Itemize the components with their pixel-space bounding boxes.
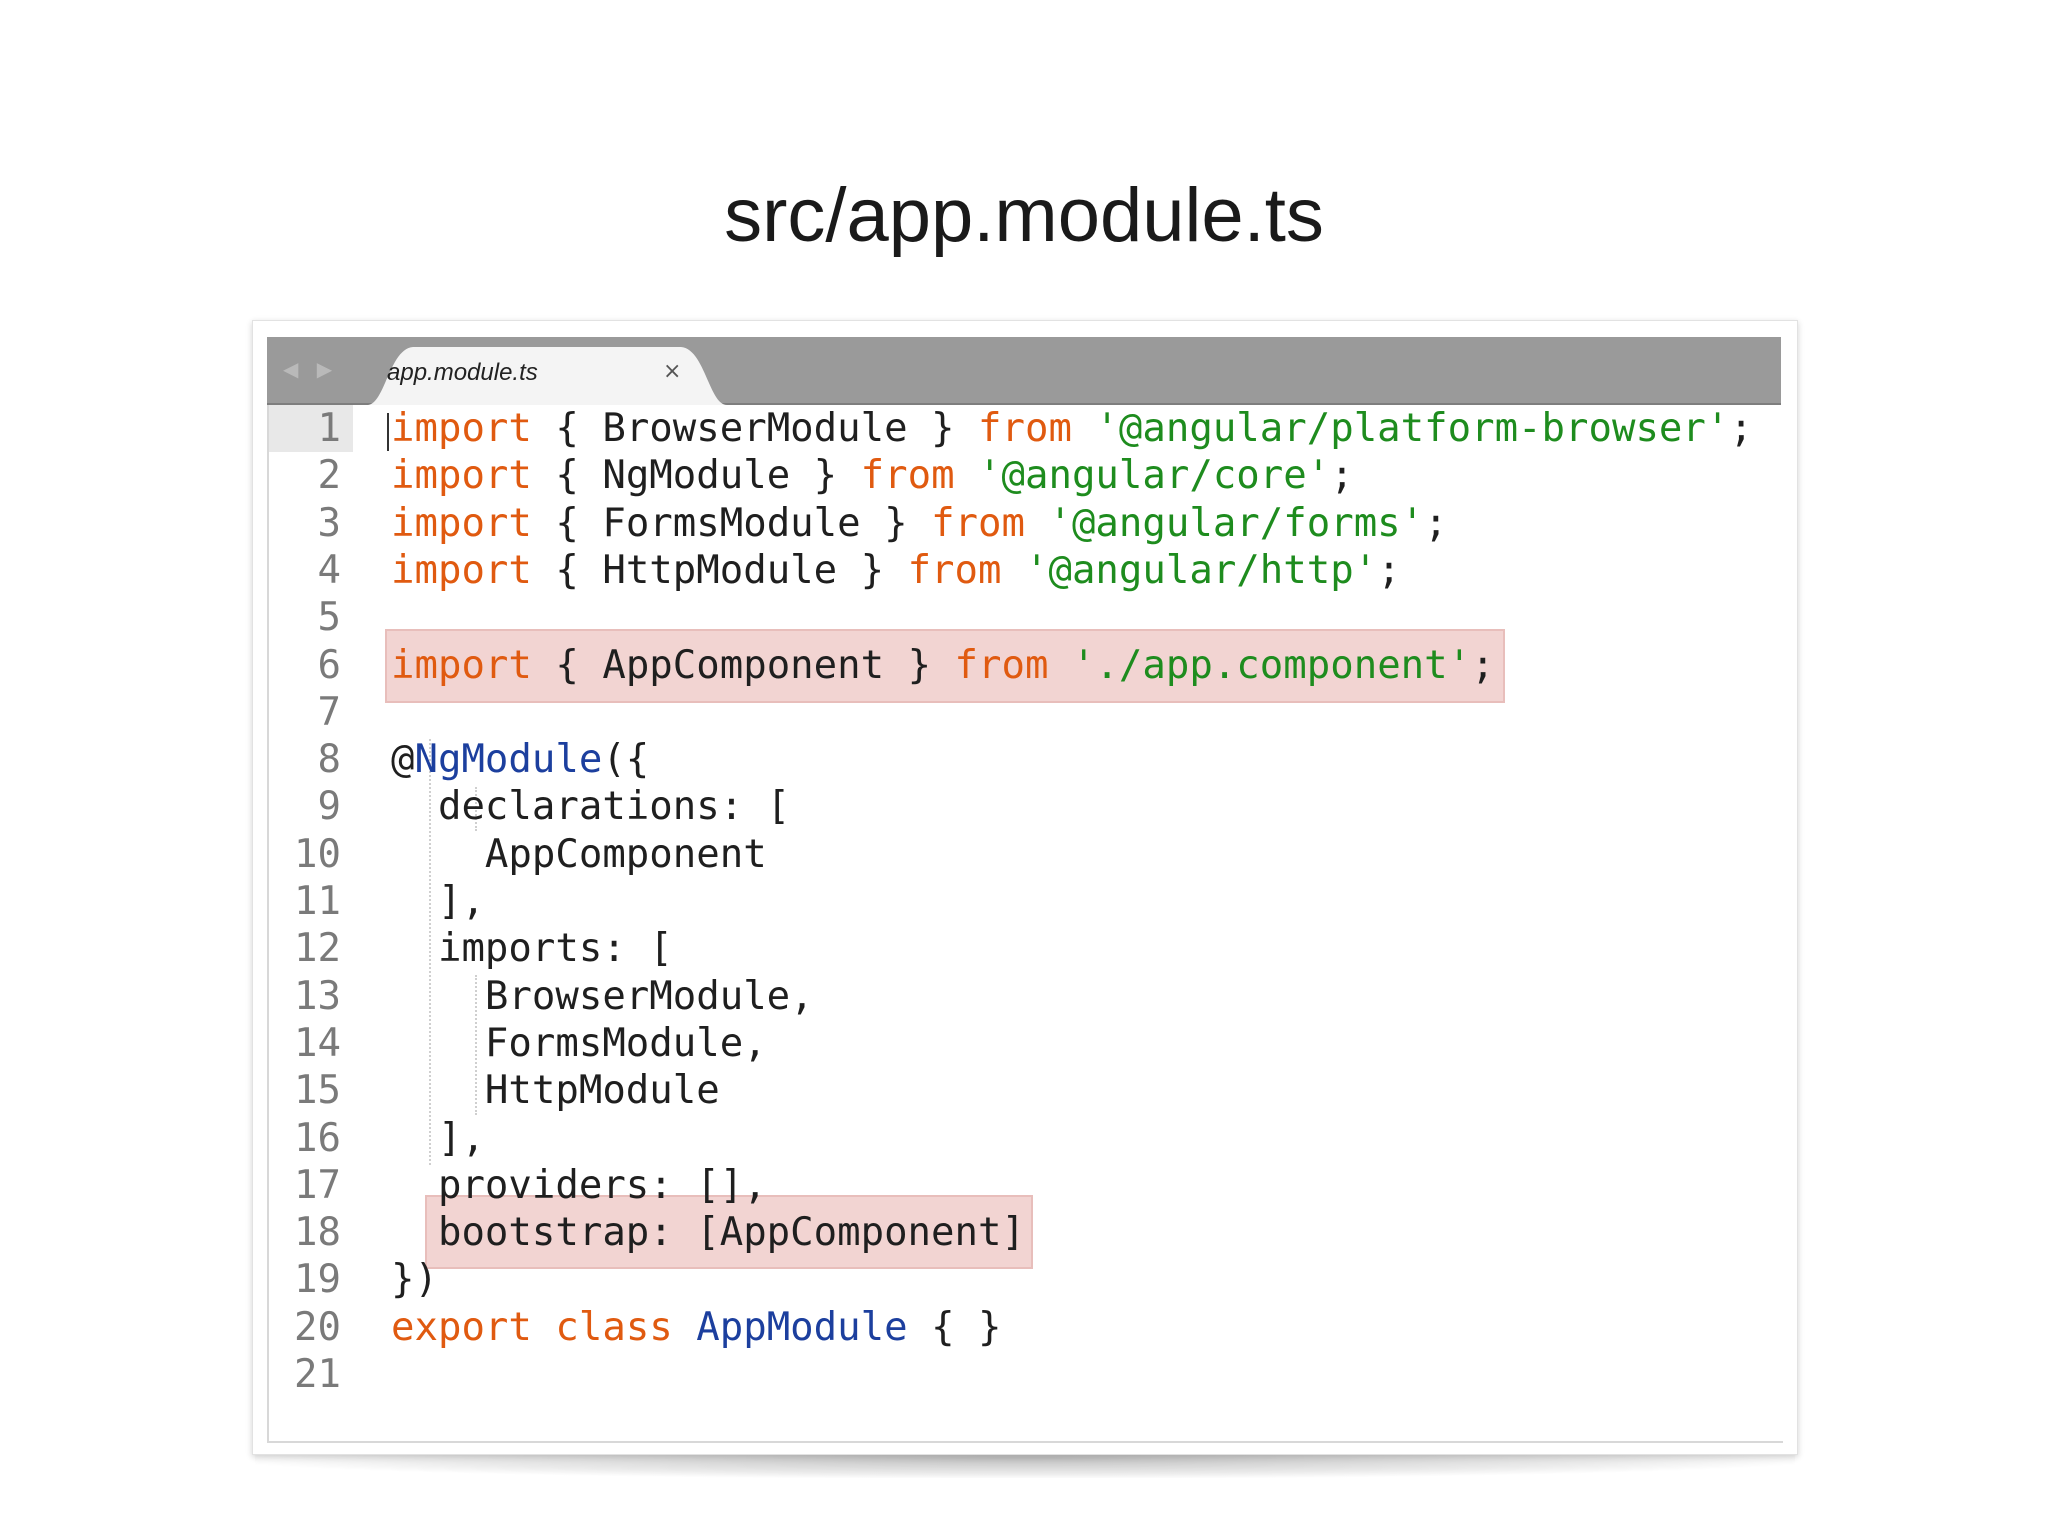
code-token: FormsModule, <box>391 1020 767 1066</box>
keyword-token: import <box>391 453 556 499</box>
code-token: HttpModule <box>391 1068 720 1114</box>
keyword-token: from <box>860 453 955 499</box>
line-text: bootstrap: [AppComponent] <box>391 1209 1025 1256</box>
line-number: 10 <box>294 831 341 877</box>
line-text: import { FormsModule } from '@angular/fo… <box>391 500 1448 547</box>
line-text: HttpModule <box>391 1067 720 1114</box>
line-text: ], <box>391 878 485 925</box>
type-token: AppModule <box>696 1304 908 1350</box>
line-number: 18 <box>294 1210 341 1256</box>
line-text: BrowserModule, <box>391 973 814 1020</box>
text-caret <box>387 413 389 451</box>
keyword-token: from <box>978 406 1072 451</box>
indent-guide <box>475 787 477 831</box>
tab-bar: ◀ ▶ app.module.ts × <box>267 337 1781 405</box>
line-number: 11 <box>294 879 341 924</box>
string-token: '@angular/http' <box>1001 547 1378 593</box>
code-token: declarations: [ <box>391 784 791 830</box>
keyword-token: export <box>391 1304 532 1350</box>
keyword-token: import <box>391 547 556 593</box>
indent-guide <box>475 975 477 1115</box>
line-text: ], <box>391 1115 485 1162</box>
highlight-line-18 <box>425 1195 1033 1269</box>
nav-arrows-icon[interactable]: ◀ ▶ <box>283 357 339 381</box>
line-text: providers: [], <box>391 1162 767 1209</box>
editor-window: ◀ ▶ app.module.ts × 1 import { BrowserMod… <box>252 320 1798 1455</box>
code-token: { BrowserModule } <box>555 406 979 451</box>
line-text: }) <box>391 1256 438 1303</box>
line-number: 3 <box>317 500 341 546</box>
code-token: ; <box>1424 500 1448 546</box>
code-token: ; <box>1330 453 1354 499</box>
line-number: 13 <box>294 973 341 1019</box>
slide-title: src/app.module.ts <box>724 173 1324 258</box>
highlight-line-6 <box>385 629 1505 703</box>
keyword-token: from <box>907 547 1002 593</box>
line-number: 7 <box>317 689 341 735</box>
line-number: 9 <box>317 784 341 830</box>
string-token: '@angular/forms' <box>1024 500 1425 546</box>
code-token: ; <box>1377 547 1401 593</box>
line-number: 5 <box>317 595 341 641</box>
code-token: { NgModule } <box>555 453 861 499</box>
line-text: import { NgModule } from '@angular/core'… <box>391 452 1354 499</box>
line-number: 6 <box>317 642 341 688</box>
line-text: AppComponent <box>391 831 767 878</box>
line-number: 21 <box>294 1352 341 1397</box>
line-number: 15 <box>294 1068 341 1114</box>
code-token: { AppComponent } <box>555 642 955 688</box>
line-text: import { HttpModule } from '@angular/htt… <box>391 547 1401 594</box>
code-token: { FormsModule } <box>555 500 932 546</box>
line-number: 14 <box>294 1020 341 1066</box>
line-number: 16 <box>294 1115 341 1161</box>
indent-guide <box>429 739 431 1165</box>
code-token: ; <box>1471 642 1495 688</box>
code-token: }) <box>391 1257 438 1303</box>
active-line-gutter <box>269 405 353 452</box>
line-number: 4 <box>317 547 341 593</box>
line-text: imports: [ <box>391 925 673 972</box>
line-number: 12 <box>294 926 341 972</box>
string-token: '@angular/platform-browser' <box>1071 406 1730 451</box>
code-token: ; <box>1729 406 1753 451</box>
code-token: { HttpModule } <box>555 547 908 593</box>
code-token: ], <box>391 1115 485 1161</box>
code-token <box>673 1305 696 1350</box>
keyword-token: import <box>391 642 556 688</box>
keyword-token: import <box>391 406 556 451</box>
line-number: 20 <box>294 1304 341 1350</box>
code-token: imports: [ <box>391 926 673 972</box>
line-number: 1 <box>317 406 341 451</box>
code-token: bootstrap: [AppComponent] <box>391 1210 1025 1256</box>
line-number: 8 <box>317 737 341 783</box>
keyword-token: from <box>954 642 1049 688</box>
line-text: FormsModule, <box>391 1020 767 1067</box>
code-token: AppComponent <box>391 831 767 877</box>
string-token: '@angular/core' <box>954 453 1331 499</box>
keyword-token: class <box>555 1304 673 1350</box>
code-token: @ <box>391 737 415 783</box>
code-token: providers: [], <box>391 1162 767 1208</box>
code-token: { } <box>907 1304 1002 1350</box>
tab-app-module[interactable] <box>367 345 727 405</box>
line-number: 2 <box>317 453 341 499</box>
type-token: NgModule <box>414 737 603 783</box>
code-editor[interactable]: 1 import { BrowserModule } from '@angular… <box>267 405 1783 1443</box>
tab-label[interactable]: app.module.ts <box>387 359 538 386</box>
string-token: './app.component' <box>1048 642 1472 688</box>
code-token: ({ <box>602 737 650 783</box>
line-text: declarations: [ <box>391 783 790 830</box>
line-text: @NgModule({ <box>391 736 649 783</box>
close-icon[interactable]: × <box>663 359 682 384</box>
line-number: 17 <box>294 1162 341 1208</box>
line-number: 19 <box>294 1257 341 1303</box>
line-text: export class AppModule { } <box>391 1304 1002 1351</box>
line-text: import { BrowserModule } from '@angular/… <box>391 405 1753 452</box>
code-token <box>532 1305 555 1350</box>
keyword-token: from <box>931 500 1025 546</box>
code-token: BrowserModule, <box>391 973 814 1019</box>
code-token: ], <box>391 879 485 924</box>
line-text: import { AppComponent } from './app.comp… <box>391 642 1495 689</box>
keyword-token: import <box>391 500 556 546</box>
